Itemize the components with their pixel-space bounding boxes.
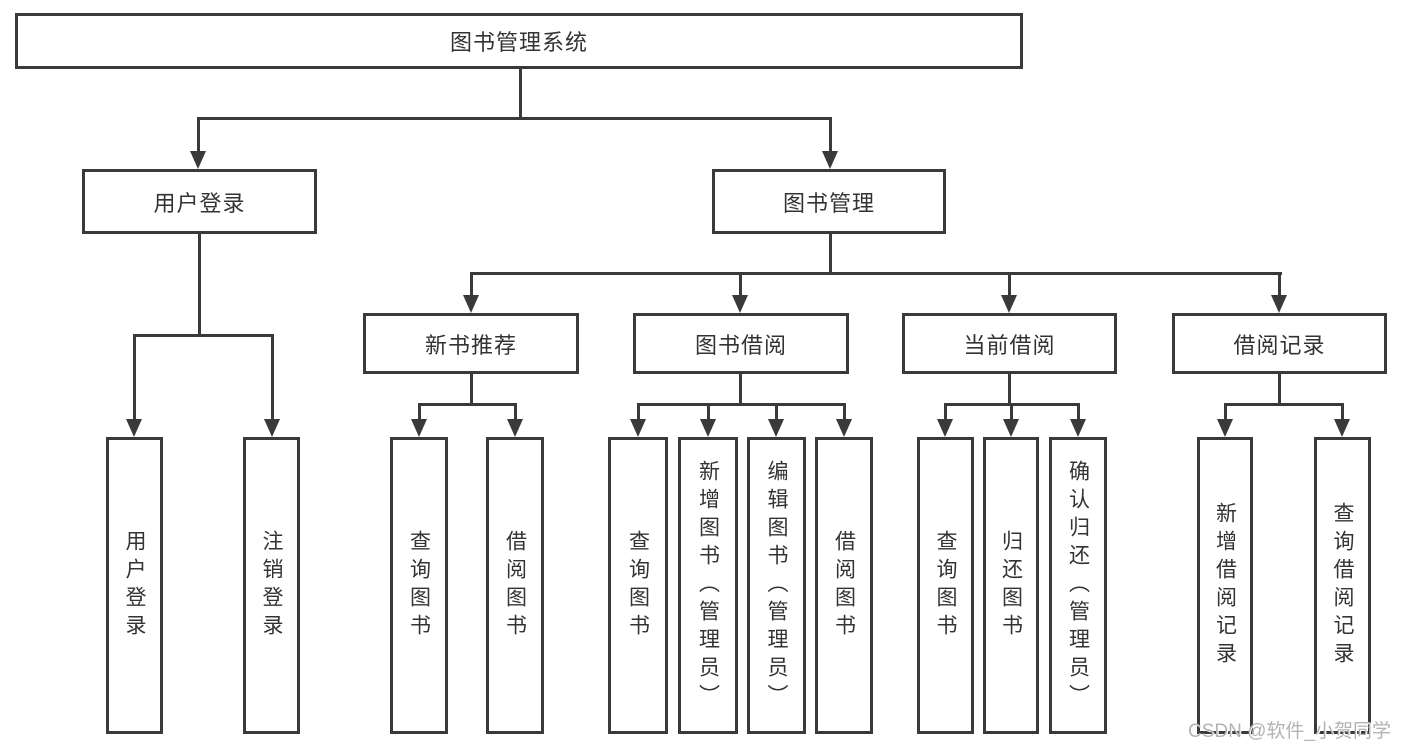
node-label: 查询图书 bbox=[934, 529, 957, 642]
connector-line bbox=[1077, 403, 1080, 421]
node-confirm-return-admin: 确认归还（管理员） bbox=[1049, 437, 1107, 734]
node-label: 确认归还（管理员） bbox=[1066, 459, 1090, 712]
connector-line bbox=[198, 231, 201, 335]
connector-line bbox=[197, 117, 832, 120]
node-label: 当前借阅 bbox=[963, 332, 1056, 358]
arrow-down-icon bbox=[732, 295, 748, 313]
connector-line bbox=[197, 117, 200, 153]
node-label: 图书借阅 bbox=[694, 332, 787, 358]
node-label: 借阅记录 bbox=[1233, 332, 1326, 358]
connector-line bbox=[1224, 403, 1344, 406]
node-label: 编辑图书（管理员） bbox=[765, 459, 788, 712]
arrow-down-icon bbox=[1334, 419, 1350, 437]
node-label: 新增图书（管理员） bbox=[696, 459, 720, 712]
arrow-down-icon bbox=[1217, 419, 1233, 437]
node-borrowing-query-books: 查询图书 bbox=[608, 437, 668, 734]
arrow-down-icon bbox=[1070, 419, 1086, 437]
arrow-down-icon bbox=[822, 151, 838, 169]
connector-line bbox=[1010, 403, 1013, 421]
node-book-borrowing: 图书借阅 bbox=[633, 313, 849, 374]
node-label: 用户登录 bbox=[153, 190, 246, 216]
connector-line bbox=[418, 403, 421, 421]
arrow-down-icon bbox=[463, 295, 479, 313]
connector-line bbox=[829, 231, 832, 275]
connector-line bbox=[271, 334, 274, 420]
node-label: 借阅图书 bbox=[832, 529, 856, 642]
connector-line bbox=[944, 403, 947, 421]
arrow-down-icon bbox=[126, 419, 142, 437]
connector-line bbox=[637, 403, 640, 421]
connector-line bbox=[1008, 272, 1011, 297]
connector-line bbox=[1341, 403, 1344, 421]
connector-line bbox=[775, 403, 778, 421]
node-label: 注销登录 bbox=[260, 529, 283, 642]
node-user-login: 用户登录 bbox=[82, 169, 317, 234]
node-label: 图书管理系统 bbox=[449, 30, 588, 55]
node-query-borrow-record: 查询借阅记录 bbox=[1314, 437, 1371, 734]
node-library-management-system: 图书管理系统 bbox=[15, 13, 1023, 69]
connector-line bbox=[519, 66, 522, 119]
node-label: 查询借阅记录 bbox=[1331, 501, 1354, 670]
node-return-books: 归还图书 bbox=[983, 437, 1039, 734]
node-add-book-admin: 新增图书（管理员） bbox=[678, 437, 738, 734]
arrow-down-icon bbox=[836, 419, 852, 437]
node-current-query-books: 查询图书 bbox=[917, 437, 974, 734]
arrow-down-icon bbox=[700, 419, 716, 437]
node-borrowing-records: 借阅记录 bbox=[1172, 313, 1387, 374]
connector-line bbox=[637, 403, 846, 406]
node-label: 图书管理 bbox=[782, 190, 875, 216]
connector-line bbox=[1278, 272, 1281, 297]
node-logout: 注销登录 bbox=[243, 437, 300, 734]
node-label: 用户登录 bbox=[123, 529, 146, 642]
node-label: 查询图书 bbox=[626, 529, 650, 642]
node-edit-book-admin: 编辑图书（管理员） bbox=[747, 437, 806, 734]
connector-line bbox=[843, 403, 846, 421]
arrow-down-icon bbox=[1271, 295, 1287, 313]
arrow-down-icon bbox=[937, 419, 953, 437]
arrow-down-icon bbox=[411, 419, 427, 437]
node-label: 查询图书 bbox=[407, 529, 431, 642]
node-label: 新增借阅记录 bbox=[1213, 501, 1237, 670]
arrow-down-icon bbox=[264, 419, 280, 437]
connector-line bbox=[514, 403, 517, 421]
connector-line bbox=[133, 334, 136, 420]
csdn-watermark: CSDN @软件_小贺同学 bbox=[1188, 721, 1391, 742]
connector-line bbox=[707, 403, 710, 421]
node-current-borrowing: 当前借阅 bbox=[902, 313, 1117, 374]
arrow-down-icon bbox=[190, 151, 206, 169]
node-label: 归还图书 bbox=[999, 529, 1023, 642]
arrow-down-icon bbox=[768, 419, 784, 437]
node-borrowing-borrow-books: 借阅图书 bbox=[815, 437, 873, 734]
connector-line bbox=[470, 272, 1282, 275]
node-add-borrow-record: 新增借阅记录 bbox=[1197, 437, 1253, 734]
arrow-down-icon bbox=[630, 419, 646, 437]
connector-line bbox=[418, 403, 517, 406]
connector-line bbox=[470, 272, 473, 297]
connector-line bbox=[470, 372, 473, 406]
connector-line bbox=[739, 272, 742, 297]
arrow-down-icon bbox=[1001, 295, 1017, 313]
connector-line bbox=[1008, 372, 1011, 406]
node-user-login-leaf: 用户登录 bbox=[106, 437, 163, 734]
node-book-management: 图书管理 bbox=[712, 169, 946, 234]
arrow-down-icon bbox=[1003, 419, 1019, 437]
node-recommend-borrow-books: 借阅图书 bbox=[486, 437, 544, 734]
connector-line bbox=[133, 334, 274, 337]
connector-line bbox=[1278, 372, 1281, 406]
connector-line bbox=[1224, 403, 1227, 421]
node-label: 借阅图书 bbox=[503, 529, 527, 642]
arrow-down-icon bbox=[507, 419, 523, 437]
connector-line bbox=[739, 372, 742, 406]
connector-line bbox=[829, 117, 832, 153]
node-recommend-query-books: 查询图书 bbox=[390, 437, 448, 734]
node-new-book-recommendation: 新书推荐 bbox=[363, 313, 579, 374]
node-label: 新书推荐 bbox=[424, 332, 517, 358]
